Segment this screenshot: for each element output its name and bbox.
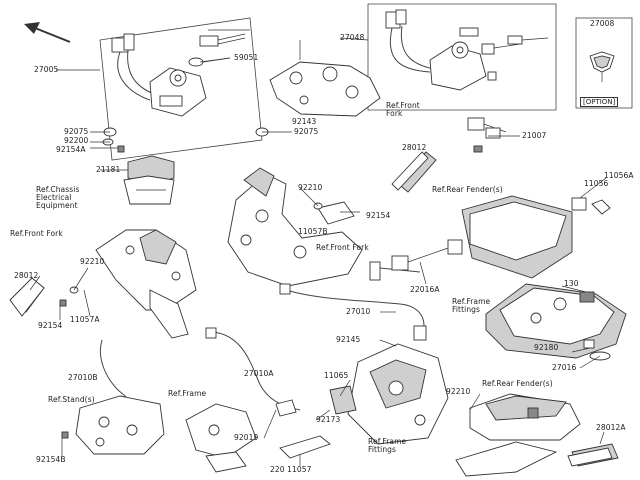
ref-chassis-electrical: Ref.Chassis Electrical Equipment — [36, 185, 80, 210]
label-130: 130 — [564, 279, 579, 288]
clamp-92019 — [275, 399, 297, 417]
frame-bracket-bottom — [185, 403, 257, 473]
label-92154-center: 92154 — [366, 211, 391, 220]
ref-rear-fender-bottom: Ref.Rear Fender(s) — [482, 379, 553, 388]
label-92075-left: 92075 — [64, 127, 89, 136]
option-box — [575, 17, 633, 109]
handlebar-bracket — [269, 40, 381, 117]
switch-assembly-left — [111, 29, 250, 117]
stand-bracket-left — [61, 395, 165, 455]
ref-rear-fender-top: Ref.Rear Fender(s) — [432, 185, 503, 194]
label-27010a: 27010A — [244, 369, 274, 378]
front-direction-arrow-icon — [24, 22, 71, 43]
label-21181: 21181 — [96, 165, 121, 174]
label-22016a: 22016A — [410, 285, 440, 294]
label-92019: 92019 — [234, 433, 259, 442]
label-11065: 11065 — [324, 371, 349, 380]
label-92143: 92143 — [292, 117, 317, 126]
ref-frame-fittings-bottom: Ref.Frame Fittings — [368, 437, 407, 454]
leader-lines — [29, 37, 607, 466]
reflector-28012-left — [9, 277, 45, 317]
label-92154a: 92154A — [56, 145, 86, 154]
ignition-switch-box-right — [367, 3, 557, 111]
label-27010b: 27010B — [68, 373, 98, 382]
label-92154-left: 92154 — [38, 321, 63, 330]
label-28012-left: 28012 — [14, 271, 39, 280]
label-92154b: 92154B — [36, 455, 66, 464]
ref-front-fork-top: Ref.Front Fork — [386, 101, 420, 118]
rear-fender-bottom-unit — [455, 393, 619, 477]
bracket-11057b — [317, 201, 355, 225]
option-tag: [OPTION] — [580, 97, 619, 107]
label-11056: 11056 — [584, 179, 609, 188]
sensor-22016a — [369, 239, 463, 281]
fork-mount-center — [227, 167, 363, 287]
ref-frame-fittings-right: Ref.Frame Fittings — [452, 297, 491, 314]
label-11057a: 11057A — [70, 315, 100, 324]
label-27010: 27010 — [346, 307, 371, 316]
label-27048: 27048 — [340, 33, 365, 42]
washer-bolt-group-left — [102, 127, 269, 153]
ref-stands: Ref.Stand(s) — [48, 395, 95, 404]
ref-frame: Ref.Frame — [168, 389, 207, 398]
ecu-21181 — [123, 155, 175, 205]
label-92145: 92145 — [336, 335, 361, 344]
control-unit-center — [329, 325, 449, 445]
label-59051: 59051 — [234, 53, 259, 62]
ref-front-fork-left: Ref.Front Fork — [10, 229, 63, 238]
cover-28012-center — [391, 151, 437, 193]
key-21007 — [467, 117, 507, 153]
label-92180: 92180 — [534, 343, 559, 352]
harness-27010 — [285, 289, 425, 341]
switch-assembly-right — [385, 9, 549, 91]
label-220-11057: 220 11057 — [270, 465, 312, 474]
label-28012a: 28012A — [596, 423, 626, 432]
label-11057b: 11057B — [298, 227, 328, 236]
label-27008: 27008 — [590, 19, 615, 28]
bracket-11057-bottom — [279, 435, 331, 459]
rear-fender-unit — [461, 195, 611, 279]
label-92075-right: 92075 — [294, 127, 319, 136]
label-27016: 27016 — [552, 363, 577, 372]
label-21007: 21007 — [522, 131, 547, 140]
fork-bracket-left — [95, 229, 197, 339]
bolt-92154 — [59, 299, 67, 307]
label-92200: 92200 — [64, 136, 89, 145]
label-27005: 27005 — [34, 65, 59, 74]
label-92210-center: 92210 — [298, 183, 323, 192]
label-92210-bottom: 92210 — [446, 387, 471, 396]
label-92210-left: 92210 — [80, 257, 105, 266]
label-92173: 92173 — [316, 415, 341, 424]
ignition-switch-box — [99, 17, 263, 161]
frame-fitting-unit-right — [485, 283, 627, 361]
ref-front-fork-mid: Ref.Front Fork — [316, 243, 369, 252]
label-11056a: 11056A — [604, 171, 634, 180]
option-key-icon — [589, 51, 615, 82]
label-28012-center: 28012 — [402, 143, 427, 152]
